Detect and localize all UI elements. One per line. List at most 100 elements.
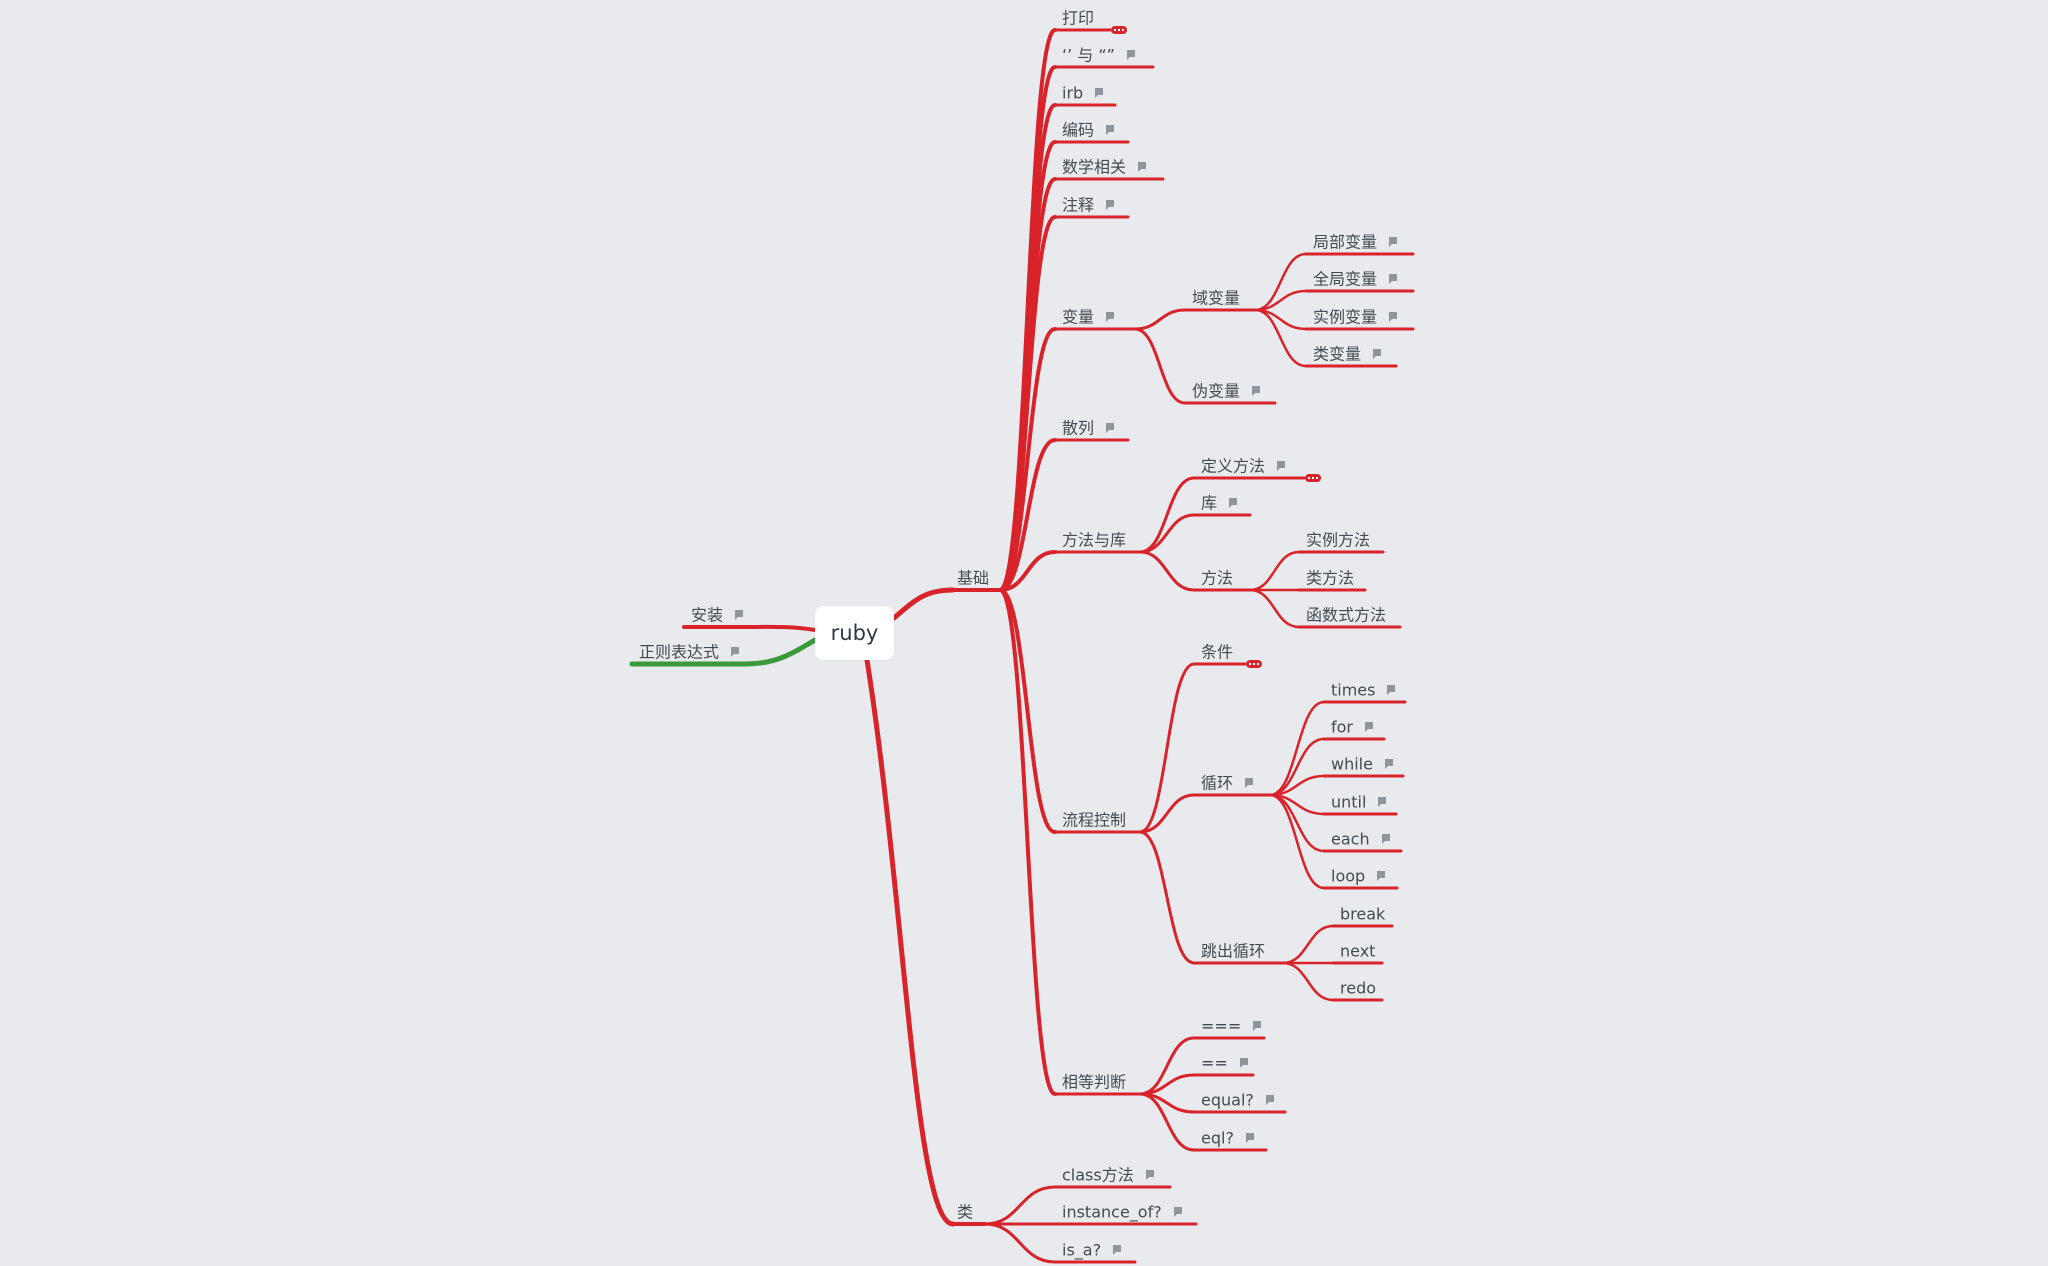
node-label: 类方法: [1306, 568, 1355, 588]
note-icon[interactable]: [1145, 1170, 1154, 1180]
node-comments[interactable]: 注释: [1062, 195, 1115, 216]
note-icon[interactable]: [1245, 1133, 1254, 1143]
note-icon[interactable]: [735, 610, 744, 620]
node-define-method[interactable]: 定义方法: [1201, 456, 1286, 477]
note-icon[interactable]: [1113, 1245, 1122, 1255]
node-class-method[interactable]: 类方法: [1306, 568, 1354, 589]
node-regex[interactable]: 正则表达式: [639, 642, 740, 663]
node-eql-q[interactable]: eql?: [1201, 1128, 1254, 1149]
collapsed-ellipsis-icon[interactable]: [1111, 26, 1127, 34]
node-triple-eq[interactable]: ===: [1201, 1016, 1262, 1037]
node-variables[interactable]: 变量: [1062, 307, 1115, 328]
node-method[interactable]: 方法: [1201, 568, 1233, 589]
node-print[interactable]: 打印: [1062, 8, 1094, 29]
node-label: 伪变量: [1192, 381, 1241, 401]
node-scope-vars[interactable]: 域变量: [1192, 288, 1240, 309]
root-node[interactable]: ruby: [815, 606, 894, 660]
note-icon[interactable]: [1373, 349, 1382, 359]
note-icon[interactable]: [1173, 1207, 1182, 1217]
note-icon[interactable]: [1253, 1021, 1262, 1031]
note-icon[interactable]: [1277, 461, 1286, 471]
node-redo[interactable]: redo: [1340, 978, 1376, 999]
note-icon[interactable]: [1245, 778, 1254, 788]
node-class[interactable]: 类: [957, 1202, 973, 1223]
node-label: break: [1340, 904, 1386, 924]
note-icon[interactable]: [1138, 162, 1147, 172]
note-icon[interactable]: [1387, 685, 1396, 695]
node-label: 安装: [691, 605, 724, 625]
node-equality[interactable]: 相等判断: [1062, 1072, 1126, 1093]
note-icon[interactable]: [1378, 797, 1387, 807]
node-label: 循环: [1201, 773, 1234, 793]
note-icon[interactable]: [1106, 312, 1115, 322]
note-icon[interactable]: [1384, 759, 1393, 769]
node-class-var[interactable]: 类变量: [1313, 344, 1382, 365]
node-label: irb: [1062, 83, 1084, 103]
note-icon[interactable]: [1377, 871, 1386, 881]
node-methods-libs[interactable]: 方法与库: [1062, 530, 1126, 551]
note-icon[interactable]: [1389, 274, 1398, 284]
note-icon[interactable]: [1095, 88, 1104, 98]
node-label: 函数式方法: [1306, 605, 1387, 625]
node-class-m[interactable]: class方法: [1062, 1165, 1154, 1186]
node-label: 实例方法: [1306, 530, 1371, 550]
collapsed-ellipsis-icon[interactable]: [1246, 660, 1262, 668]
node-function-method[interactable]: 函数式方法: [1306, 605, 1386, 626]
node-instance-var[interactable]: 实例变量: [1313, 307, 1398, 328]
node-loop[interactable]: 循环: [1201, 773, 1254, 794]
node-break-loop[interactable]: 跳出循环: [1201, 941, 1265, 962]
edge-loop-times: [1268, 700, 1326, 797]
node-math[interactable]: 数学相关: [1062, 157, 1147, 178]
node-label: 正则表达式: [639, 642, 720, 662]
note-icon[interactable]: [1106, 200, 1115, 210]
note-icon[interactable]: [1252, 386, 1261, 396]
node-local-var[interactable]: 局部变量: [1313, 232, 1398, 253]
node-condition[interactable]: 条件: [1201, 642, 1233, 663]
note-icon[interactable]: [1389, 312, 1398, 322]
node-equal-q[interactable]: equal?: [1201, 1090, 1274, 1111]
node-instance-method[interactable]: 实例方法: [1306, 530, 1370, 551]
node-pseudo-vars[interactable]: 伪变量: [1192, 381, 1261, 402]
node-label: next: [1340, 941, 1376, 961]
note-icon[interactable]: [1126, 50, 1135, 60]
edge-basics-variables: [998, 327, 1057, 592]
note-icon[interactable]: [731, 647, 740, 657]
node-quotes[interactable]: ‘’ 与 “”: [1062, 45, 1135, 66]
node-basics[interactable]: 基础: [957, 568, 989, 589]
note-icon[interactable]: [1381, 834, 1390, 844]
note-icon[interactable]: [1106, 125, 1115, 135]
node-label: ===: [1201, 1016, 1242, 1036]
collapsed-ellipsis-icon[interactable]: [1305, 474, 1321, 482]
node-each[interactable]: each: [1331, 829, 1390, 850]
node-next[interactable]: next: [1340, 941, 1375, 962]
node-flow-control[interactable]: 流程控制: [1062, 810, 1126, 831]
node-global-var[interactable]: 全局变量: [1313, 269, 1398, 290]
node-loop-kw[interactable]: loop: [1331, 866, 1386, 887]
node-while[interactable]: while: [1331, 754, 1393, 775]
note-icon[interactable]: [1389, 237, 1398, 247]
note-icon[interactable]: [1265, 1095, 1274, 1105]
edge-flow_control-condition: [1138, 662, 1196, 834]
edge-scope_vars-local_var: [1253, 252, 1308, 312]
node-is-a[interactable]: is_a?: [1062, 1240, 1122, 1261]
note-icon[interactable]: [1229, 498, 1238, 508]
node-encoding[interactable]: 编码: [1062, 120, 1115, 141]
node-break[interactable]: break: [1340, 904, 1385, 925]
node-times[interactable]: times: [1331, 680, 1396, 701]
branch-regex: [629, 637, 818, 667]
node-instance-of[interactable]: instance_of?: [1062, 1202, 1182, 1223]
edge-methods_libs-library: [1138, 513, 1196, 554]
node-until[interactable]: until: [1331, 792, 1387, 813]
edge-method-instance_method: [1248, 550, 1301, 592]
edge-break_loop-redo: [1281, 961, 1335, 1002]
node-double-eq[interactable]: ==: [1201, 1053, 1248, 1074]
node-hash[interactable]: 散列: [1062, 418, 1115, 439]
node-library[interactable]: 库: [1201, 493, 1238, 514]
note-icon[interactable]: [1365, 722, 1373, 732]
note-icon[interactable]: [1106, 423, 1115, 433]
node-install[interactable]: 安装: [691, 605, 744, 626]
node-for[interactable]: for: [1331, 717, 1373, 738]
note-icon[interactable]: [1239, 1058, 1248, 1068]
node-irb[interactable]: irb: [1062, 83, 1104, 104]
node-label: 局部变量: [1313, 232, 1378, 252]
